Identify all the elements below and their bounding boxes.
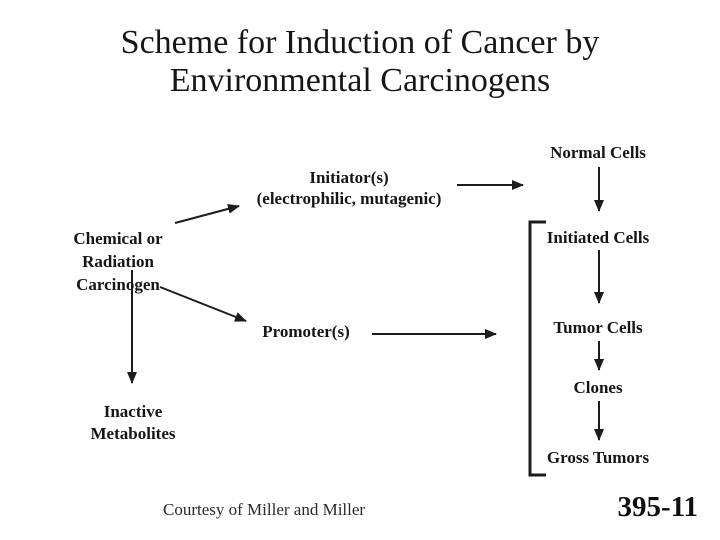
node-clones: Clones bbox=[573, 378, 623, 397]
slide-number: 395-11 bbox=[617, 491, 698, 523]
node-normal-cells: Normal Cells bbox=[550, 143, 646, 162]
arrow-carcinogen-to-promoter bbox=[159, 286, 247, 322]
node-initiated-cells: Initiated Cells bbox=[546, 228, 650, 247]
arrow-carcinogen-to-initiator bbox=[174, 203, 240, 224]
node-carcinogen: Chemical or Radiation Carcinogen bbox=[73, 229, 163, 294]
node-inactive-metabolites: Inactive Metabolites bbox=[90, 402, 176, 443]
node-promoter: Promoter(s) bbox=[262, 322, 350, 341]
page-title: Scheme for Induction of Cancer by Enviro… bbox=[120, 24, 600, 99]
node-initiator: Initiator(s) (electrophilic, mutagenic) bbox=[256, 168, 442, 208]
bracket-initiated-to-gross bbox=[528, 220, 546, 477]
credit-text: Courtesy of Miller and Miller bbox=[163, 500, 366, 519]
node-tumor-cells: Tumor Cells bbox=[553, 318, 643, 337]
node-gross-tumors: Gross Tumors bbox=[546, 448, 650, 467]
